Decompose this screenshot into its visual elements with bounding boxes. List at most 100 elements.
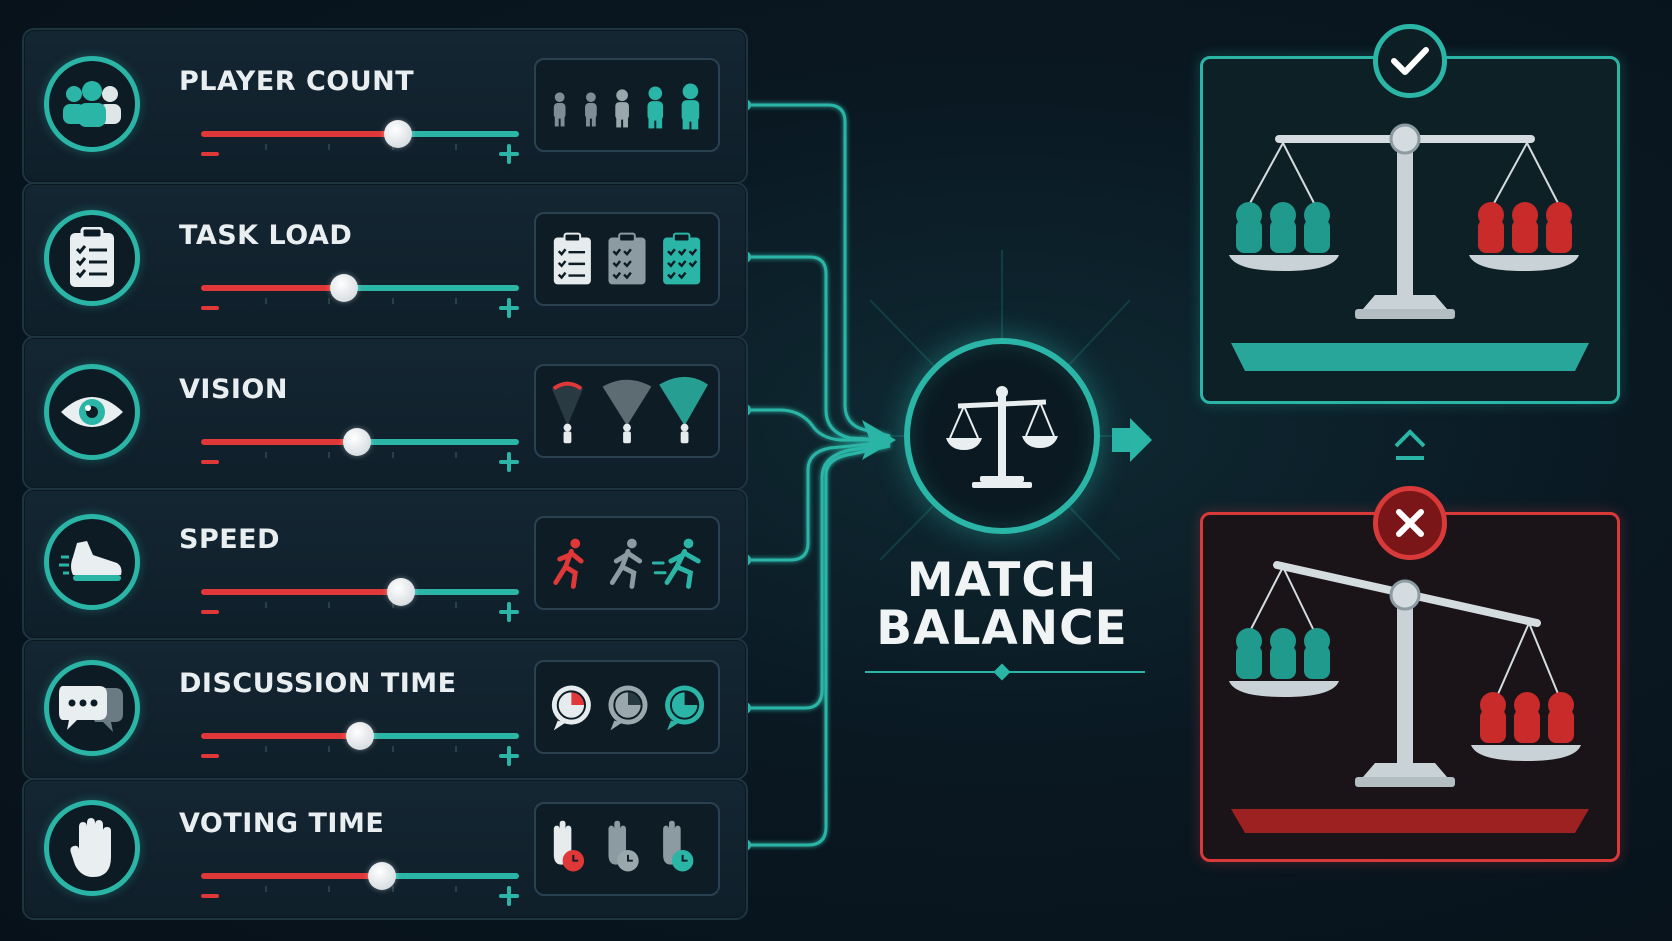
vote-timer-long-icon (663, 820, 694, 872)
match-balance-hub[interactable] (904, 338, 1100, 534)
vision-narrow-icon (551, 381, 584, 444)
players-icon (44, 56, 140, 152)
task-list-low-icon (553, 232, 591, 285)
chevron-up-icon (1394, 429, 1426, 460)
player-count-high-icon (647, 83, 700, 130)
increase-icon[interactable] (499, 602, 519, 622)
task-load-slider[interactable] (179, 274, 531, 318)
slider-thumb[interactable] (342, 428, 371, 456)
task-list-high-icon (663, 232, 701, 285)
check-icon (1373, 24, 1447, 98)
slider-tick (264, 602, 267, 608)
slider-tick (455, 886, 458, 892)
slider-tick (455, 602, 458, 608)
slider-track-filled (201, 589, 402, 595)
runner-medium-icon (609, 538, 643, 589)
balanced-scale-illustration (1229, 123, 1589, 371)
slider-thumb[interactable] (346, 722, 374, 750)
slider-tick (328, 602, 331, 608)
outcome-balanced-panel (1200, 56, 1620, 404)
setting-label: DISCUSSION TIME (179, 668, 457, 699)
chat-timer-medium-icon (608, 685, 648, 731)
hub-title-line1: MATCH (906, 553, 1098, 608)
slider-track-filled (201, 439, 357, 445)
balance-scale-icon (946, 386, 1058, 488)
discussion-time-slider[interactable] (179, 722, 531, 766)
hub-title-line2: BALANCE (876, 601, 1128, 656)
slider-track-remaining (401, 589, 519, 595)
decrease-icon[interactable] (201, 894, 219, 898)
setting-row-voting-time: VOTING TIME (22, 778, 748, 920)
slider-tick (328, 746, 331, 752)
speed-preview (534, 516, 720, 610)
slider-tick (264, 144, 267, 150)
raised-hand-icon (44, 800, 140, 896)
slider-track-remaining (382, 873, 519, 879)
decrease-icon[interactable] (201, 152, 219, 156)
slider-tick (391, 602, 394, 608)
task-load-preview (534, 212, 720, 306)
slider-thumb[interactable] (384, 120, 413, 148)
player-count-low-icon (553, 92, 566, 127)
increase-icon[interactable] (499, 298, 519, 318)
output-arrow-icon (1112, 418, 1152, 462)
slider-thumb[interactable] (368, 862, 397, 890)
slider-thumb[interactable] (387, 578, 416, 606)
slider-tick (264, 452, 267, 458)
chat-timer-long-icon (665, 685, 705, 731)
x-icon (1373, 486, 1447, 560)
vision-medium-icon (602, 379, 652, 444)
speed-slider[interactable] (179, 578, 531, 622)
increase-icon[interactable] (499, 452, 519, 472)
team-cyan-crew (1236, 202, 1330, 253)
vision-preview (534, 364, 720, 458)
slider-thumb[interactable] (330, 274, 359, 302)
task-list-mid-icon (608, 232, 646, 285)
eye-icon (44, 364, 140, 460)
slider-track-remaining (360, 733, 519, 739)
slider-tick (455, 452, 458, 458)
setting-label: VISION (179, 374, 288, 405)
setting-label: VOTING TIME (179, 808, 385, 839)
setting-row-speed: SPEED (22, 488, 748, 640)
slider-tick (455, 144, 458, 150)
slider-tick (455, 746, 458, 752)
runner-slow-icon (553, 538, 584, 589)
voting-time-slider[interactable] (179, 862, 531, 906)
team-cyan-crew (1236, 628, 1330, 679)
decrease-icon[interactable] (201, 610, 219, 614)
slider-tick (391, 746, 394, 752)
slider-tick (328, 886, 331, 892)
slider-tick (455, 298, 458, 304)
player-count-mid-icon (585, 89, 629, 128)
hub-divider (865, 663, 1145, 681)
decrease-icon[interactable] (201, 306, 219, 310)
decrease-icon[interactable] (201, 460, 219, 464)
setting-label: PLAYER COUNT (179, 66, 415, 97)
vision-slider[interactable] (179, 428, 531, 472)
slider-track-filled (201, 131, 399, 137)
setting-row-player-count: PLAYER COUNT (22, 28, 748, 184)
chat-timer-short-icon (551, 685, 591, 731)
voting-time-preview (534, 802, 720, 896)
increase-icon[interactable] (499, 746, 519, 766)
slider-tick (264, 746, 267, 752)
decrease-icon[interactable] (201, 754, 219, 758)
increase-icon[interactable] (499, 144, 519, 164)
increase-icon[interactable] (499, 886, 519, 906)
player-count-slider[interactable] (179, 120, 531, 164)
setting-row-task-load: TASK LOAD (22, 182, 748, 338)
wire-paths (745, 103, 891, 847)
team-red-crew (1480, 692, 1574, 743)
setting-label: TASK LOAD (179, 220, 353, 251)
slider-tick (264, 886, 267, 892)
setting-row-discussion-time: DISCUSSION TIME (22, 638, 748, 780)
slider-tick (391, 298, 394, 304)
clipboard-icon (44, 210, 140, 306)
slider-track-filled (201, 285, 345, 291)
unbalanced-scale-illustration (1229, 561, 1589, 833)
input-arrow-icon (862, 420, 896, 460)
slider-track-remaining (398, 131, 519, 137)
slider-tick (328, 144, 331, 150)
slider-track-filled (201, 733, 360, 739)
